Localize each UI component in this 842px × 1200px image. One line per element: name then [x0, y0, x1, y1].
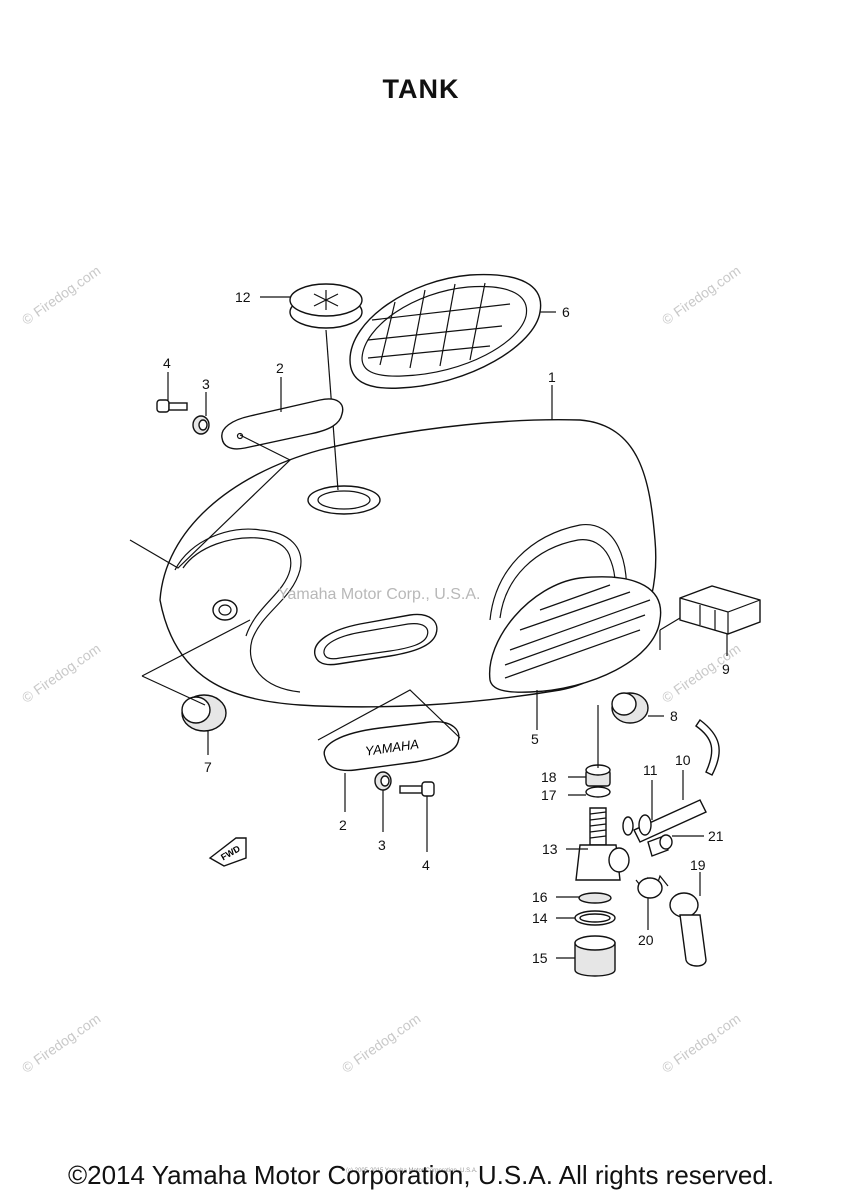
knee-grip-side — [489, 576, 662, 693]
callout-20: 20 — [638, 932, 654, 948]
callout-numbers: 1 2 2 3 3 4 4 5 6 7 8 9 10 11 12 13 14 1… — [163, 289, 730, 966]
fuel-cock-screw-21 — [647, 834, 673, 857]
callout-2-lower: 2 — [339, 817, 347, 833]
callout-18: 18 — [541, 769, 557, 785]
callout-16: 16 — [532, 889, 548, 905]
yamaha-emblem-plate — [323, 721, 460, 772]
damper-8 — [611, 692, 649, 724]
fuel-hose-10 — [695, 718, 720, 776]
tank-knee-recess-inner — [182, 537, 292, 637]
callout-7: 7 — [204, 759, 212, 775]
watermark-center: Yamaha Motor Corp., U.S.A. — [278, 586, 481, 603]
tank-side-contour — [489, 524, 628, 621]
tank-grommet — [212, 599, 238, 621]
fuel-cock-oring-14 — [574, 910, 616, 926]
callout-14: 14 — [532, 910, 548, 926]
collar-upper — [192, 415, 210, 435]
fuel-cock-13 — [575, 807, 630, 881]
callout-3-lower: 3 — [378, 837, 386, 853]
tank-side-slot-inner — [323, 623, 429, 660]
filler-neck — [307, 485, 381, 515]
callout-19: 19 — [690, 857, 706, 873]
tank-knee-recess — [174, 528, 302, 693]
screw-upper — [156, 399, 188, 413]
callout-12: 12 — [235, 289, 251, 305]
knee-grip-side-pattern — [504, 584, 651, 679]
knee-grip-upper-grid — [367, 282, 511, 369]
callout-13: 13 — [542, 841, 558, 857]
fuel-cock-spring-20 — [635, 874, 669, 899]
callout-11: 11 — [643, 762, 658, 778]
callout-17: 17 — [541, 787, 557, 803]
knee-grip-upper-inner — [361, 285, 528, 377]
filler-neck-inner — [317, 490, 371, 510]
fuel-cock-washer-17 — [585, 786, 611, 798]
leader-lines — [167, 296, 728, 959]
collar-lower — [374, 771, 392, 791]
fuel-cock-nut-18 — [585, 764, 611, 787]
callout-2-upper: 2 — [276, 360, 284, 376]
tank-side-contour-inner — [499, 539, 616, 619]
callout-4-lower: 4 — [422, 857, 430, 873]
copyright-notice: ©2014 Yamaha Motor Corporation, U.S.A. A… — [67, 1160, 775, 1190]
group-line-right — [659, 617, 681, 650]
fuel-hose-11 — [633, 799, 707, 843]
callout-4-upper: 4 — [163, 355, 171, 371]
yamaha-emblem-text: YAMAHA — [364, 736, 420, 758]
fwd-arrow-mark — [208, 837, 247, 867]
callout-6: 6 — [562, 304, 570, 320]
callout-9: 9 — [722, 661, 730, 677]
group-line-left — [129, 434, 292, 569]
callout-10: 10 — [675, 752, 691, 768]
hose-clip-11 — [622, 814, 652, 836]
callout-5: 5 — [531, 731, 539, 747]
damper-7 — [181, 694, 227, 732]
group-line-left-lower — [141, 619, 251, 706]
page-title: TANK — [382, 74, 460, 104]
footer-small-print: (c) 2005-2015 Yamaha Motor Corporation, … — [346, 1168, 478, 1174]
fuel-cock-lever-19 — [669, 892, 707, 967]
callout-3-upper: 3 — [202, 376, 210, 392]
group-line-emblem — [317, 689, 461, 741]
callout-21: 21 — [708, 828, 724, 844]
fuel-cock-cup-15 — [574, 935, 616, 977]
callout-15: 15 — [532, 950, 548, 966]
fuel-cap-emblem — [313, 290, 339, 310]
callout-1: 1 — [548, 369, 556, 385]
callout-8: 8 — [670, 708, 678, 724]
side-plate-upper — [221, 398, 344, 450]
screw-lower — [399, 781, 435, 797]
tank-side-slot — [314, 613, 438, 666]
fuel-cock-gasket-16 — [578, 892, 612, 904]
